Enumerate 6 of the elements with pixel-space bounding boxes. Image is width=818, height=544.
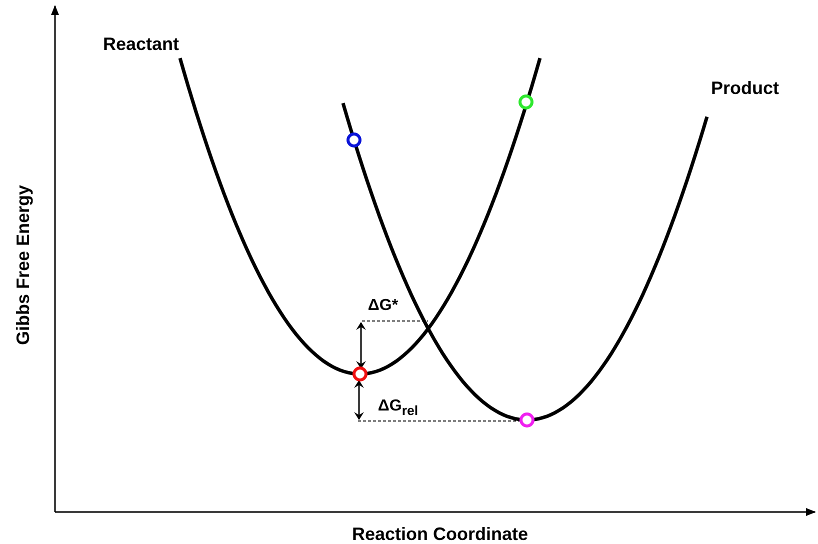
axis-label: Reaction Coordinate [352,525,528,544]
axis-label: Gibbs Free Energy [14,184,34,346]
energy-label: ΔG$_{rel}$ [378,398,418,418]
curve-label: Reactant [102,35,180,55]
energy-label: ΔG* [368,297,398,315]
curve-label: Product [711,79,779,99]
